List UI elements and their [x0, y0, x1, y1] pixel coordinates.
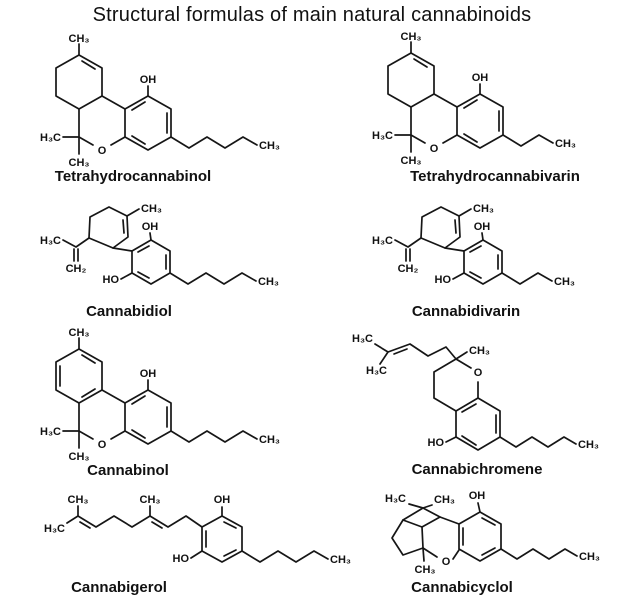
structure-cannabidivarin: CH₃ OH H₃C CH₂ HO CH₃: [347, 195, 597, 325]
atom-label: H₃C: [40, 235, 61, 247]
atom-label: CH₃: [259, 434, 280, 446]
structure-cannabichromene: H₃C H₃C CH₃ O HO CH₃: [347, 330, 624, 478]
atom-label: OH: [140, 74, 157, 86]
atom-label: CH₃: [259, 140, 280, 152]
atom-label: CH₃: [555, 138, 576, 150]
molecule-name: Cannabicyclol: [411, 579, 513, 596]
atom-label: H₃C: [40, 132, 61, 144]
atom-label: OH: [140, 368, 157, 380]
molecule-name: Cannabidiol: [86, 303, 172, 320]
atom-label: CH₃: [69, 451, 90, 463]
atom-label: CH₃: [554, 276, 575, 288]
atom-label: CH₃: [434, 494, 455, 506]
structure-cannabicyclol: H₃C CH₃ OH O CH₃ CH₃: [347, 480, 624, 598]
atom-label: OH: [472, 72, 489, 84]
bond-lines: [55, 337, 258, 449]
atom-label: H₃C: [352, 333, 373, 345]
bond-lines: [374, 343, 577, 451]
atom-label: H₃C: [372, 235, 393, 247]
atom-label: CH₃: [68, 494, 89, 506]
structure-cannabinol: CH₃ OH H₃C CH₃ O CH₃: [18, 324, 318, 474]
atom-label: H₃C: [40, 426, 61, 438]
atom-label: CH₃: [69, 33, 90, 45]
atom-label: CH₃: [258, 276, 279, 288]
molecule-name: Tetrahydrocannabivarin: [410, 168, 580, 185]
structure-cannabidiol: CH₃ OH H₃C CH₂ HO CH₃: [15, 195, 315, 325]
bond-lines: [66, 505, 329, 563]
atom-label: H₃C: [372, 130, 393, 142]
atom-label: OH: [214, 494, 231, 506]
atom-label: O: [430, 143, 439, 155]
molecule-name: Cannabichromene: [411, 461, 543, 478]
molecule-name: Cannabigerol: [71, 579, 167, 596]
atom-label: O: [98, 439, 107, 451]
atom-label: CH₃: [415, 564, 436, 576]
atom-label: O: [442, 556, 451, 568]
atom-label: H₃C: [366, 365, 387, 377]
atom-label: OH: [142, 221, 159, 233]
structure-tetrahydrocannabivarin: CH₃ OH H₃C CH₃ O CH₃: [350, 28, 610, 178]
bond-lines: [62, 206, 257, 285]
atom-label: CH₃: [473, 203, 494, 215]
atom-label: CH₃: [69, 327, 90, 339]
atom-label: CH₃: [69, 157, 90, 169]
molecule-name: Cannabidivarin: [411, 303, 521, 320]
atom-label: CH₂: [66, 263, 87, 275]
atom-label: O: [98, 145, 107, 157]
atom-label: H₃C: [44, 523, 65, 535]
atom-label: HO: [103, 274, 120, 286]
atom-label: O: [474, 367, 483, 379]
atom-label: HO: [435, 274, 452, 286]
atom-label: CH₃: [401, 155, 422, 167]
bond-lines: [387, 41, 554, 153]
atom-label: H₃C: [385, 493, 406, 505]
atom-label: CH₃: [141, 203, 162, 215]
atom-label: CH₂: [398, 263, 419, 275]
structure-cannabigerol: CH₃ CH₃ OH H₃C HO CH₃: [15, 488, 360, 600]
atom-label: CH₃: [469, 345, 490, 357]
bond-lines: [55, 43, 258, 155]
atom-label: CH₃: [401, 31, 422, 43]
atom-label: HO: [173, 553, 190, 565]
figure-title: Structural formulas of main natural cann…: [92, 4, 532, 26]
structure-tetrahydrocannabinol: CH₃ OH H₃C CH₃ O CH₃: [18, 30, 318, 180]
atom-label: CH₃: [330, 554, 351, 566]
atom-label: OH: [474, 221, 491, 233]
molecule-name: Tetrahydrocannabinol: [54, 168, 212, 185]
bond-lines: [394, 206, 553, 285]
atom-label: HO: [428, 437, 445, 449]
atom-label: CH₃: [140, 494, 161, 506]
molecule-name: Cannabinol: [87, 462, 169, 479]
atom-label: OH: [469, 490, 486, 502]
atom-label: CH₃: [578, 439, 599, 451]
atom-label: CH₃: [579, 551, 600, 563]
bond-lines: [391, 502, 578, 562]
